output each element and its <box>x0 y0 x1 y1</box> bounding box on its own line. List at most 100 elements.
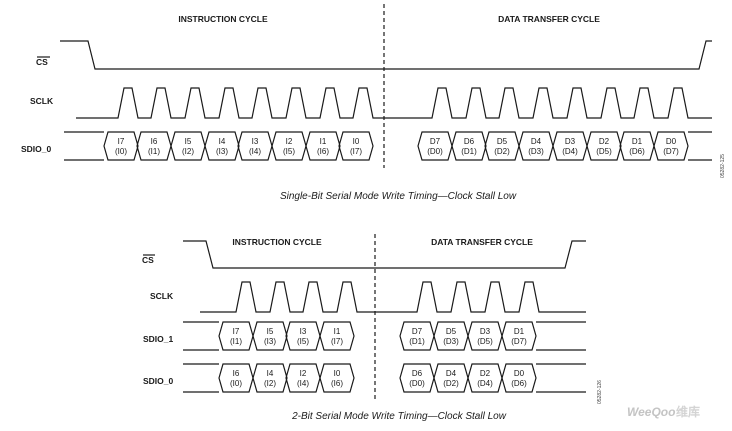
bit-cell <box>501 363 537 393</box>
bit-sublabel: (D7) <box>511 337 527 346</box>
cs-waveform <box>183 240 586 269</box>
cs-label: CS <box>142 255 154 265</box>
sclk-label: SCLK <box>150 291 174 301</box>
sclk-trace <box>76 87 712 119</box>
bit-label: D7 <box>430 137 441 146</box>
bit-sublabel: (I0) <box>115 147 127 156</box>
sdio0-label: SDIO_0 <box>21 144 52 154</box>
bit-label: D5 <box>497 137 508 146</box>
bit-sublabel: (D0) <box>409 379 425 388</box>
bit-label: I7 <box>118 137 125 146</box>
diagram-single-bit: INSTRUCTION CYCLE DATA TRANSFER CYCLE CS… <box>21 4 726 202</box>
bit-label: I1 <box>334 327 341 336</box>
bit-label: D0 <box>666 137 677 146</box>
bit-label: D3 <box>565 137 576 146</box>
diagram-2-bit: INSTRUCTION CYCLE DATA TRANSFER CYCLE CS… <box>142 234 603 422</box>
caption: Single-Bit Serial Mode Write Timing—Cloc… <box>280 191 517 202</box>
bit-label: I3 <box>252 137 259 146</box>
bit-sublabel: (I4) <box>297 379 309 388</box>
bit-label: D4 <box>531 137 542 146</box>
bit-label: I0 <box>334 369 341 378</box>
figure-id: 05282-125 <box>720 154 726 178</box>
bit-label: D2 <box>599 137 610 146</box>
bit-sublabel: (D5) <box>596 147 612 156</box>
bit-label: I6 <box>233 369 240 378</box>
bit-cell <box>451 131 487 161</box>
bit-label: I2 <box>286 137 293 146</box>
bit-label: I2 <box>300 369 307 378</box>
instruction-cycle-header: INSTRUCTION CYCLE <box>232 237 322 247</box>
bit-label: I7 <box>233 327 240 336</box>
bit-sublabel: (I7) <box>331 337 343 346</box>
bit-sublabel: (I1) <box>148 147 160 156</box>
bit-sublabel: (I6) <box>331 379 343 388</box>
bit-sublabel: (D6) <box>629 147 645 156</box>
bit-sublabel: (D0) <box>427 147 443 156</box>
data-transfer-cycle-header: DATA TRANSFER CYCLE <box>498 14 600 24</box>
bit-cell <box>103 131 139 161</box>
bit-label: D6 <box>412 369 423 378</box>
bit-sublabel: (D3) <box>528 147 544 156</box>
bit-sublabel: (D1) <box>461 147 477 156</box>
bit-cell <box>305 131 341 161</box>
bit-label: I4 <box>267 369 274 378</box>
instruction-cycle-header: INSTRUCTION CYCLE <box>178 14 268 24</box>
bit-label: D1 <box>514 327 525 336</box>
watermark-logo: WeeQoo 维库 <box>627 404 700 419</box>
bit-cell <box>501 321 537 351</box>
bit-label: I5 <box>267 327 274 336</box>
data-transfer-cycle-header: DATA TRANSFER CYCLE <box>431 237 533 247</box>
cs-label: CS <box>36 57 48 67</box>
sdio0-bus: I7(I0)I6(I1)I5(I2)I4(I3)I3(I4)I2(I5)I1(I… <box>64 131 712 161</box>
bit-cell <box>319 321 355 351</box>
bit-label: D1 <box>632 137 643 146</box>
bit-cell <box>252 321 288 351</box>
bit-sublabel: (I2) <box>264 379 276 388</box>
bit-sublabel: (I2) <box>182 147 194 156</box>
bit-cell <box>319 363 355 393</box>
bit-label: I3 <box>300 327 307 336</box>
bit-label: I5 <box>185 137 192 146</box>
bit-sublabel: (D2) <box>494 147 510 156</box>
watermark-latin: WeeQoo <box>627 405 675 419</box>
bit-sublabel: (D6) <box>511 379 527 388</box>
bit-sublabel: (I5) <box>297 337 309 346</box>
bit-label: I0 <box>353 137 360 146</box>
bit-cell <box>338 131 374 161</box>
figure-id: 05282-126 <box>597 380 603 404</box>
sdio0-label: SDIO_0 <box>143 376 174 386</box>
bit-sublabel: (I5) <box>283 147 295 156</box>
bit-label: I1 <box>320 137 327 146</box>
bit-label: D7 <box>412 327 423 336</box>
bit-sublabel: (D1) <box>409 337 425 346</box>
watermark-cjk: 维库 <box>676 404 700 419</box>
cs-waveform <box>60 40 712 70</box>
bit-sublabel: (I3) <box>216 147 228 156</box>
bit-cell <box>586 131 622 161</box>
bit-label: I6 <box>151 137 158 146</box>
bit-label: D3 <box>480 327 491 336</box>
bit-sublabel: (I7) <box>350 147 362 156</box>
sclk-trace <box>200 281 586 313</box>
bit-sublabel: (I4) <box>249 147 261 156</box>
bit-sublabel: (I3) <box>264 337 276 346</box>
bit-sublabel: (D3) <box>443 337 459 346</box>
bit-sublabel: (D4) <box>477 379 493 388</box>
sclk-label: SCLK <box>30 96 54 106</box>
bit-sublabel: (I6) <box>317 147 329 156</box>
caption: 2-Bit Serial Mode Write Timing—Clock Sta… <box>291 411 507 422</box>
sdio0-bus: I6(I0)I4(I2)I2(I4)I0(I6)D6(D0)D4(D2)D2(D… <box>183 363 586 393</box>
sclk-waveform <box>200 281 586 313</box>
bit-cell <box>653 131 689 161</box>
bit-label: I4 <box>219 137 226 146</box>
sclk-waveform <box>76 87 712 119</box>
bit-sublabel: (I1) <box>230 337 242 346</box>
bit-cell <box>204 131 240 161</box>
sdio1-bus: I7(I1)I5(I3)I3(I5)I1(I7)D7(D1)D5(D3)D3(D… <box>183 321 586 351</box>
bit-label: D6 <box>464 137 475 146</box>
bit-sublabel: (D2) <box>443 379 459 388</box>
bit-label: D0 <box>514 369 525 378</box>
bit-cell <box>252 363 288 393</box>
sdio1-label: SDIO_1 <box>143 334 174 344</box>
